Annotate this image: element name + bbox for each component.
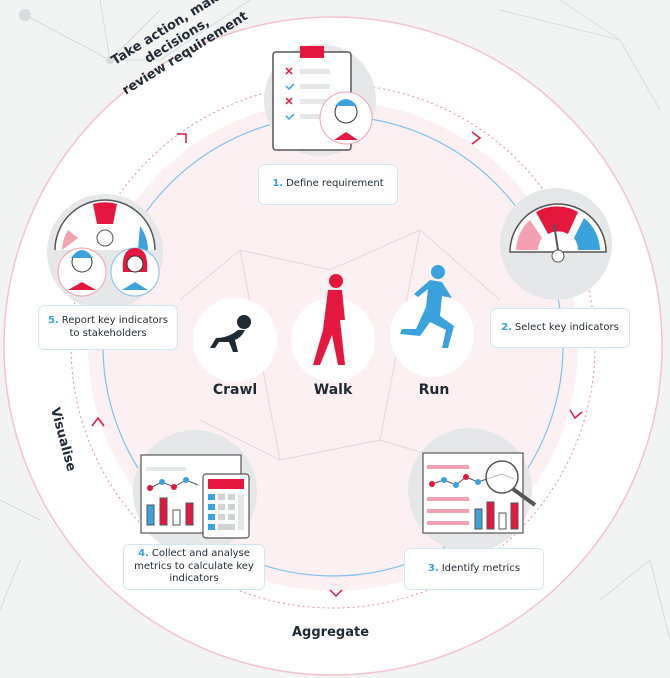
- step-3-identify-metrics: 3.Identify metrics: [404, 548, 544, 590]
- step-label: Identify metrics: [441, 562, 521, 574]
- step-number: 1.: [272, 178, 284, 190]
- step-label: Define requirement: [286, 178, 384, 190]
- step-label: Collect and analyse metrics to calculate…: [134, 548, 254, 585]
- step-2-select-key-indicators: 2.Select key indicators: [490, 308, 630, 348]
- step-label: Select key indicators: [514, 321, 619, 333]
- step-number: 2.: [501, 321, 512, 333]
- stakeholders-icon: [54, 199, 160, 297]
- gauge-icon: [509, 203, 607, 263]
- stage-crawl-label: Crawl: [212, 382, 258, 398]
- aggregate-label: Aggregate: [292, 625, 370, 640]
- crawling-baby-icon: [210, 315, 251, 352]
- arrow-markers: [91, 131, 583, 598]
- step-5-report-key-indicators: 5.Report key indicators to stakeholders: [38, 305, 178, 350]
- stage-run-label: Run: [418, 382, 450, 398]
- running-person-icon: [400, 265, 454, 348]
- step-label: Report key indicators to stakeholders: [61, 315, 168, 339]
- step-1-define-requirement: 1.Define requirement: [258, 164, 398, 205]
- stage-walk-label: Walk: [313, 382, 353, 398]
- walking-person-icon: [313, 274, 345, 365]
- step-number: 5.: [47, 315, 59, 326]
- dashboard-magnifier-icon: [422, 452, 537, 534]
- step-4-collect-and-analyse: 4.Collect and analyse metrics to calcula…: [123, 544, 265, 590]
- step-number: 3.: [427, 562, 439, 574]
- step-number: 4.: [138, 548, 149, 560]
- calculator-dashboard-icon: [140, 454, 250, 539]
- clipboard-icon: [272, 46, 373, 151]
